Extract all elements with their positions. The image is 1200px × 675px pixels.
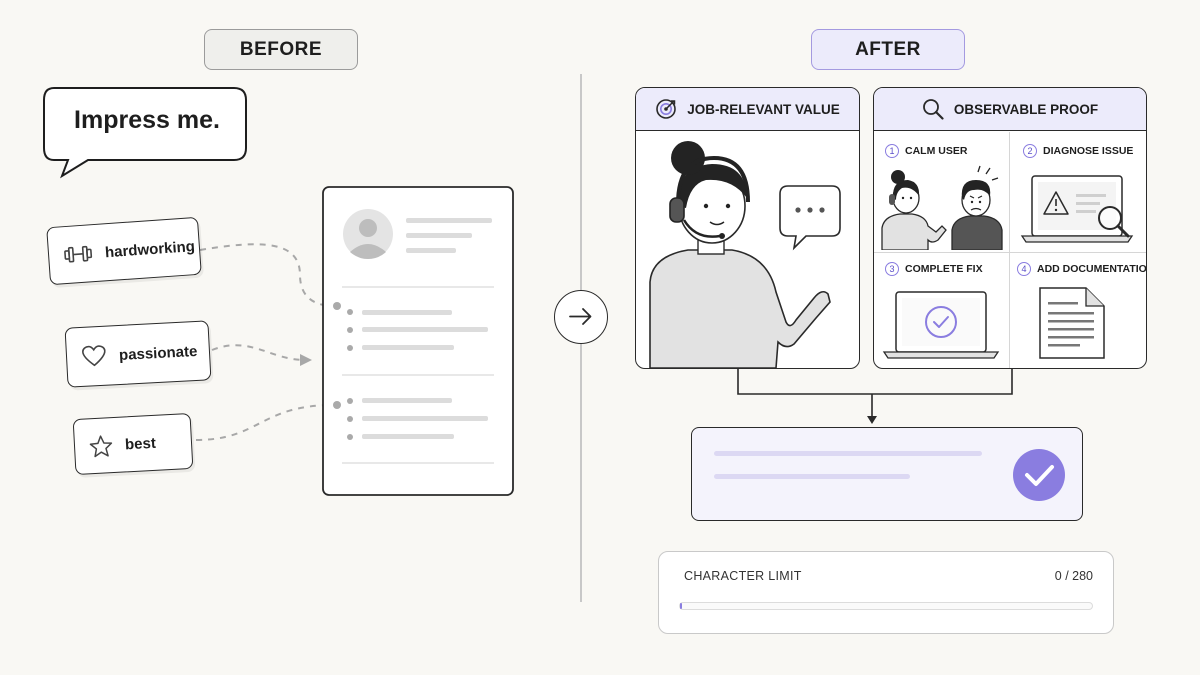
calm-user-illustration (881, 165, 1003, 250)
magnifier-icon (922, 99, 944, 120)
character-limit-box: CHARACTER LIMIT 0 / 280 (658, 551, 1114, 634)
proof-grid-divider (1009, 132, 1010, 368)
step-add-documentation: 4 ADD DOCUMENTATION (1017, 262, 1147, 276)
proof-panel-title: OBSERVABLE PROOF (953, 101, 1099, 117)
step-label: CALM USER (905, 145, 968, 157)
star-icon (89, 434, 113, 457)
tag-label: hardworking (104, 237, 196, 261)
speech-text: Impress me. (74, 106, 220, 134)
arrow-right-icon (569, 308, 592, 325)
proof-panel-header: OBSERVABLE PROOF (874, 88, 1146, 131)
character-limit-label: CHARACTER LIMIT (684, 569, 802, 583)
result-line (714, 474, 910, 479)
result-line (714, 451, 982, 456)
step-diagnose-issue: 2 DIAGNOSE ISSUE (1023, 144, 1133, 158)
result-card (691, 427, 1083, 521)
tag-label: best (124, 434, 157, 453)
character-progress-track (679, 602, 1093, 610)
step-label: COMPLETE FIX (905, 263, 983, 275)
heart-icon (82, 345, 106, 367)
dumbbell-icon (64, 245, 93, 263)
before-label: BEFORE (204, 29, 358, 70)
character-count: 0 / 280 (1054, 569, 1093, 583)
target-icon (656, 99, 677, 119)
diagnose-issue-illustration (1020, 175, 1134, 243)
observable-proof-panel: OBSERVABLE PROOF 1 CALM USER 2 DIAGNOSE … (873, 87, 1147, 369)
tag-best: best (72, 412, 194, 476)
value-panel-title: JOB-RELEVANT VALUE (687, 101, 840, 117)
step-label: DIAGNOSE ISSUE (1043, 145, 1134, 157)
step-number: 2 (1023, 144, 1037, 158)
value-panel-header: JOB-RELEVANT VALUE (636, 88, 859, 131)
step-complete-fix: 3 COMPLETE FIX (885, 262, 983, 276)
character-progress-fill (680, 603, 682, 609)
resume-document (322, 186, 514, 496)
merge-connector (737, 368, 1013, 424)
check-circle-icon (925, 306, 957, 338)
job-relevant-value-panel: JOB-RELEVANT VALUE (635, 87, 860, 369)
complete-fix-illustration (882, 291, 1000, 359)
tag-hardworking: hardworking (46, 216, 202, 286)
tag-passionate: passionate (64, 320, 212, 388)
step-label: ADD DOCUMENTATION (1037, 263, 1147, 275)
tag-connectors (195, 243, 335, 441)
check-badge-icon (1013, 449, 1065, 501)
transform-arrow (554, 290, 608, 344)
step-number: 4 (1017, 262, 1031, 276)
support-agent-illustration (649, 141, 841, 368)
add-documentation-illustration (1039, 287, 1105, 359)
tag-label: passionate (118, 342, 198, 364)
step-number: 1 (885, 144, 899, 158)
speech-bubble (43, 87, 247, 179)
proof-grid-divider (874, 252, 1146, 253)
step-calm-user: 1 CALM USER (885, 144, 967, 158)
step-number: 3 (885, 262, 899, 276)
after-label: AFTER (811, 29, 965, 70)
